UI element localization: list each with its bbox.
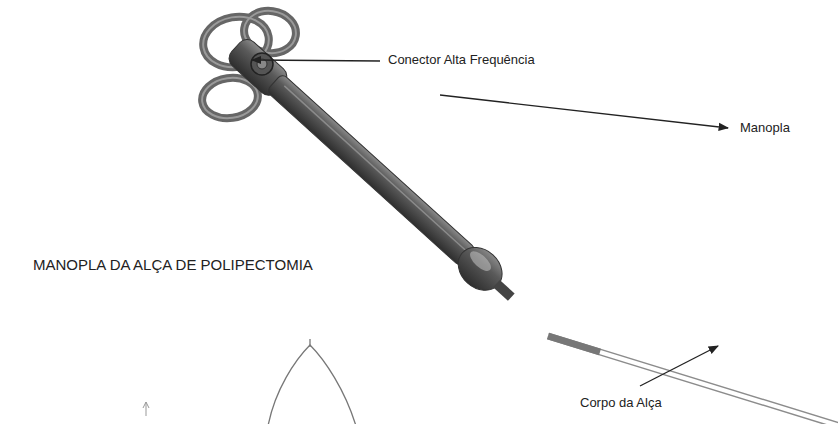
leader-arrow [440,95,728,128]
part-label: MANOPLA DA ALÇA DE POLIPECTOMIA [33,256,313,273]
snare-tip [309,339,310,347]
hf-connector [251,53,273,75]
part-label: Conector Alta Frequência [388,52,535,67]
snare-tube [548,336,838,424]
snare-mark [143,402,149,416]
part-label: Corpo da Alça [580,395,662,410]
part-label: Manopla [740,120,790,135]
snare-loop [268,345,356,424]
leader-arrow [252,60,380,61]
leader-arrow [640,346,718,386]
